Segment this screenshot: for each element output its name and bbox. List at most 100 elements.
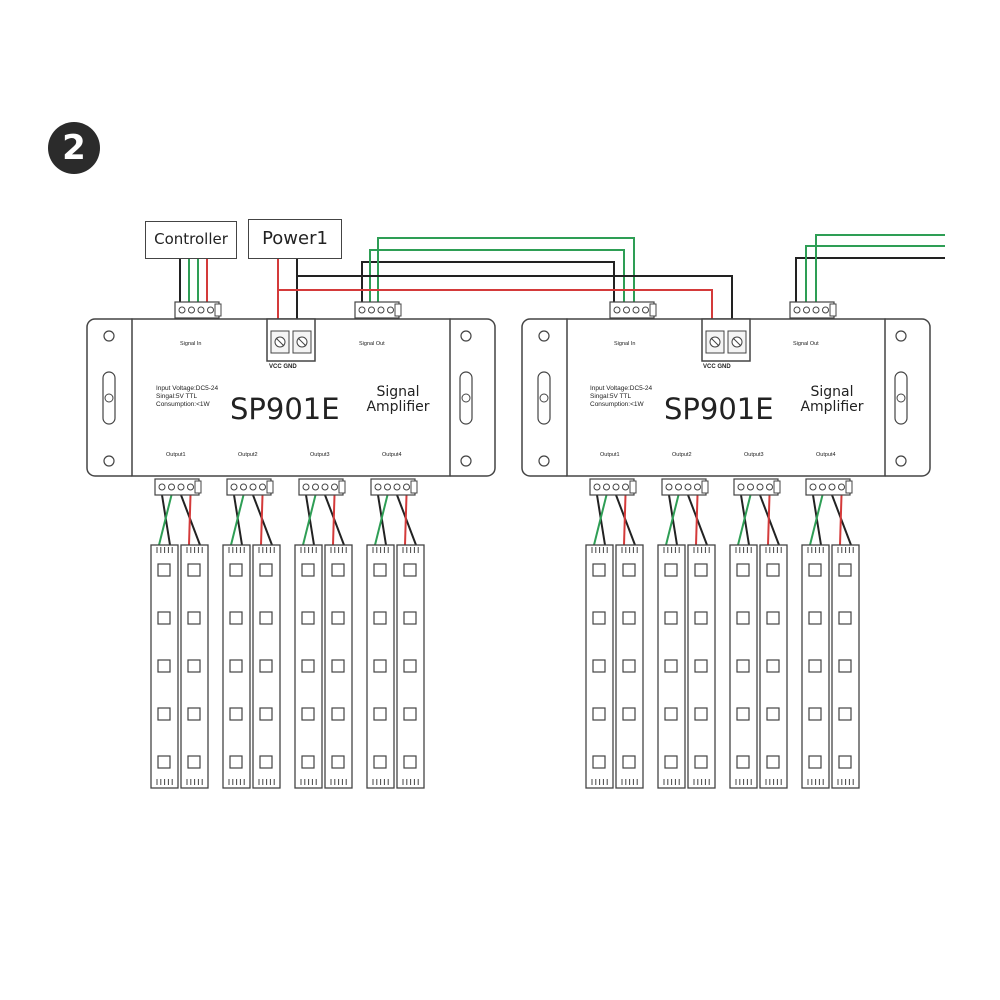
amp2-output3-wire bbox=[767, 494, 771, 546]
amp2-output3-connector-pin bbox=[747, 483, 754, 491]
amp2-strip-1-led bbox=[592, 755, 606, 769]
amp2-screw-slot bbox=[710, 337, 720, 347]
amp1-mount-hole bbox=[460, 455, 472, 467]
amp1-output3-connector-pin bbox=[302, 483, 310, 491]
amp1-keyhole-center bbox=[104, 393, 114, 403]
amp2-strip-3-led bbox=[664, 707, 678, 721]
amp1-strip-8 bbox=[396, 544, 425, 789]
amp1-output3-wire bbox=[302, 494, 317, 546]
amp1-strip-2-led bbox=[187, 611, 201, 625]
amp2-strip-2-led bbox=[622, 563, 636, 577]
amp1-mount-hole bbox=[103, 330, 115, 342]
amp2-strip-5-led bbox=[736, 707, 750, 721]
amp1-strip-4-led bbox=[259, 659, 273, 673]
amp1-strip-3 bbox=[222, 544, 251, 789]
amp1-output1-label: Output1 bbox=[166, 452, 186, 458]
amp2-specs: Input Voltage:DC5-24 Singal:5V TTL Consu… bbox=[590, 385, 653, 408]
amp1-output4-connector-tab bbox=[410, 480, 418, 494]
amp1-signal-in-connector bbox=[174, 301, 222, 319]
amp1-signal-in-connector-tab bbox=[214, 303, 222, 317]
amp1-signal-in-connector-pin bbox=[188, 306, 195, 314]
amp1-output3-connector-pin bbox=[331, 483, 338, 491]
amp1-strip-2-led bbox=[187, 707, 201, 721]
amp2-signal-in-connector-pin bbox=[613, 306, 621, 314]
amp2-strip-1 bbox=[585, 544, 614, 789]
amp2-signal-in-label: Signal In bbox=[614, 341, 636, 347]
amp2-strip-4-led bbox=[694, 611, 708, 625]
amp2-strip-6-led bbox=[766, 659, 780, 673]
amp2-screw-slot bbox=[732, 337, 742, 347]
amp2-signal-out-label: Signal Out bbox=[793, 341, 819, 347]
amp1-screw-slot bbox=[297, 337, 307, 347]
amp2-output2-connector-tab bbox=[701, 480, 709, 494]
amp1-output3-wire bbox=[332, 494, 336, 546]
amp2-strip-6-led bbox=[766, 707, 780, 721]
amp2-strip-2 bbox=[615, 544, 644, 789]
amp2-output1-connector-pin bbox=[603, 483, 610, 491]
amp1-output2-wire bbox=[260, 494, 264, 546]
amp1-output4-connector-pin bbox=[393, 483, 401, 491]
amp2-output2-connector-pin bbox=[665, 483, 673, 491]
amp1-strip-7-led bbox=[373, 755, 387, 769]
amp2-strip-6-led bbox=[766, 755, 780, 769]
amp1-strip-7-led bbox=[373, 707, 387, 721]
amp1-output4-label: Output4 bbox=[382, 452, 402, 458]
amp1-strip-5-led bbox=[301, 611, 315, 625]
amp2-signal-out-connector-pin bbox=[803, 306, 810, 314]
amp1-signal-in-connector-pin bbox=[197, 306, 205, 314]
amp2-output1-connector-pin bbox=[622, 483, 629, 491]
amp2-strip-2-led bbox=[622, 755, 636, 769]
amp1-strip-4-led bbox=[259, 707, 273, 721]
amp2-output1-label: Output1 bbox=[600, 452, 620, 458]
amp1-output1-connector-pin bbox=[168, 483, 175, 491]
amp2-signal-in-connector-pin bbox=[642, 306, 649, 314]
amp2-mount-hole bbox=[895, 455, 907, 467]
amp1-specs: Input Voltage:DC5-24 Singal:5V TTL Consu… bbox=[156, 385, 219, 408]
amp1-output3-connector bbox=[298, 478, 346, 496]
amp1-strip-7-led bbox=[373, 563, 387, 577]
amp1-strip-7-led bbox=[373, 659, 387, 673]
amp1-output1-connector bbox=[154, 478, 202, 496]
link-wire-black bbox=[361, 261, 615, 304]
amp2-model-label: SP901E bbox=[664, 392, 774, 426]
amp1-strip-1-led bbox=[157, 707, 171, 721]
amp2-strip-8-led bbox=[838, 659, 852, 673]
amp2-title: Signal Amplifier bbox=[800, 384, 864, 415]
amp2-output2-connector-pin bbox=[684, 483, 692, 491]
amp1-strip-1-led bbox=[157, 563, 171, 577]
amp2-strip-7-led bbox=[808, 563, 822, 577]
amp1-signal-in-connector-pin bbox=[207, 306, 214, 314]
amp1-signal-out-label: Signal Out bbox=[359, 341, 385, 347]
amp2-strip-8 bbox=[831, 544, 860, 789]
amp2-strip-7-led bbox=[808, 707, 822, 721]
amp1-mount-hole bbox=[103, 455, 115, 467]
amp2-strip-1-led bbox=[592, 611, 606, 625]
amp2-output1-connector bbox=[589, 478, 637, 496]
amp1-strip-5-led bbox=[301, 659, 315, 673]
amp2-strip-5-led bbox=[736, 563, 750, 577]
amp1-output2-connector-pin bbox=[230, 483, 238, 491]
amp1-strip-8-led bbox=[403, 755, 417, 769]
amp2-signal-in-connector-pin bbox=[623, 306, 630, 314]
amp2-strip-4-led bbox=[694, 707, 708, 721]
amp1-signal-out-connector-pin bbox=[358, 306, 366, 314]
amp2-output1-connector-tab bbox=[629, 480, 637, 494]
amp1-strip-6 bbox=[324, 544, 353, 789]
amp2-output4-connector-tab bbox=[845, 480, 853, 494]
amp1-output3-connector-pin bbox=[321, 483, 329, 491]
amp1-strip-1-body bbox=[150, 544, 179, 789]
amp2-output3-connector-pin bbox=[737, 483, 745, 491]
amp2-signal-in-connector-tab bbox=[649, 303, 657, 317]
amp1-strip-2-led bbox=[187, 659, 201, 673]
amp2-strip-3-led bbox=[664, 659, 678, 673]
amp1-output2-connector bbox=[226, 478, 274, 496]
amp2-strip-5-led bbox=[736, 755, 750, 769]
amp2-housing bbox=[521, 318, 931, 477]
amp1-strip-1 bbox=[150, 544, 179, 789]
amp2-strip-3-led bbox=[664, 755, 678, 769]
amp1-output3-connector-pin bbox=[312, 483, 319, 491]
amp1-strip-2 bbox=[180, 544, 209, 789]
amp2-output1-wire bbox=[593, 494, 608, 546]
amp2-strip-7-led bbox=[808, 755, 822, 769]
